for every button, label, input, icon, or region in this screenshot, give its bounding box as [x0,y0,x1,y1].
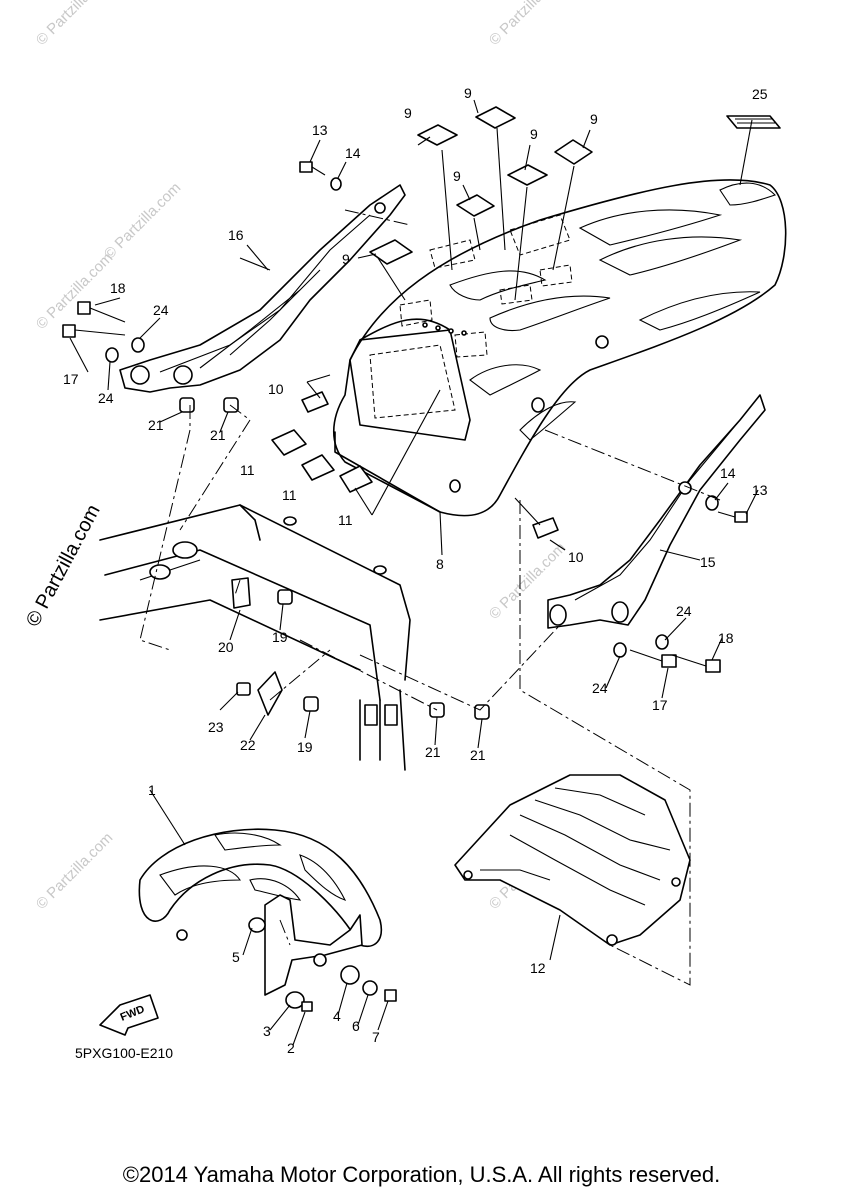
watermark-text: © Partzilla.com [101,179,184,262]
callout-17: 17 [63,371,79,387]
watermark-text: © Partzilla.com [33,829,116,912]
leader-lines [69,99,759,1046]
callout-14: 14 [345,145,361,161]
callout-9: 9 [464,85,472,101]
callout-labels: 1 2 3 4 5 6 7 8 9 9 9 9 9 9 10 10 11 11 … [63,85,768,1056]
callout-13: 13 [312,122,328,138]
callout-5: 5 [232,949,240,965]
watermark-text: © Partzilla.com [486,0,569,49]
hardware-parts[interactable] [62,161,748,720]
callout-19: 19 [272,629,288,645]
callout-8: 8 [436,556,444,572]
callout-24: 24 [676,603,692,619]
callout-13: 13 [752,482,768,498]
callout-14: 14 [720,465,736,481]
callout-9: 9 [453,168,461,184]
callout-9: 9 [530,126,538,142]
callout-6: 6 [352,1018,360,1034]
fwd-arrow-icon: FWD [99,994,159,1036]
callout-2: 2 [287,1040,295,1056]
callout-21: 21 [210,427,226,443]
callout-24: 24 [98,390,114,406]
callout-15: 15 [700,554,716,570]
callout-3: 3 [263,1023,271,1039]
callout-9: 9 [590,111,598,127]
callout-21: 21 [425,744,441,760]
diagram-code: 5PXG100-E210 [75,1045,173,1061]
callout-7: 7 [372,1029,380,1045]
callout-11: 11 [338,512,353,528]
callout-11: 11 [240,462,255,478]
callout-16: 16 [228,227,244,243]
callout-20: 20 [218,639,234,655]
callout-24: 24 [153,302,169,318]
callout-24: 24 [592,680,608,696]
decal-parts[interactable] [369,106,781,265]
callout-17: 17 [652,697,668,713]
callout-9: 9 [342,251,350,267]
right-side-cover-part[interactable] [547,394,766,629]
left-side-cover-part[interactable] [119,184,406,393]
frame-part [99,504,411,771]
callout-21: 21 [148,417,164,433]
front-fender-part[interactable] [138,828,397,1012]
callout-9: 9 [404,105,412,121]
inner-fender-part[interactable] [454,774,691,946]
callout-18: 18 [110,280,126,296]
callout-10: 10 [268,381,284,397]
callout-11: 11 [282,487,297,503]
rear-fender-part[interactable] [333,179,787,517]
callout-25: 25 [752,86,768,102]
watermark-text: © Partzilla.com [33,0,116,49]
callout-19: 19 [297,739,313,755]
callout-10: 10 [568,549,584,565]
callout-1: 1 [148,782,156,798]
callout-12: 12 [530,960,546,976]
callout-18: 18 [718,630,734,646]
callout-4: 4 [333,1008,341,1024]
callout-21: 21 [470,747,486,763]
exploded-parts-diagram: © Partzilla.com © Partzilla.com © Partzi… [33,0,787,1061]
watermark-text: © Partzilla.com [33,249,116,332]
callout-23: 23 [208,719,224,735]
callout-22: 22 [240,737,256,753]
copyright-notice: ©2014 Yamaha Motor Corporation, U.S.A. A… [122,1162,721,1187]
